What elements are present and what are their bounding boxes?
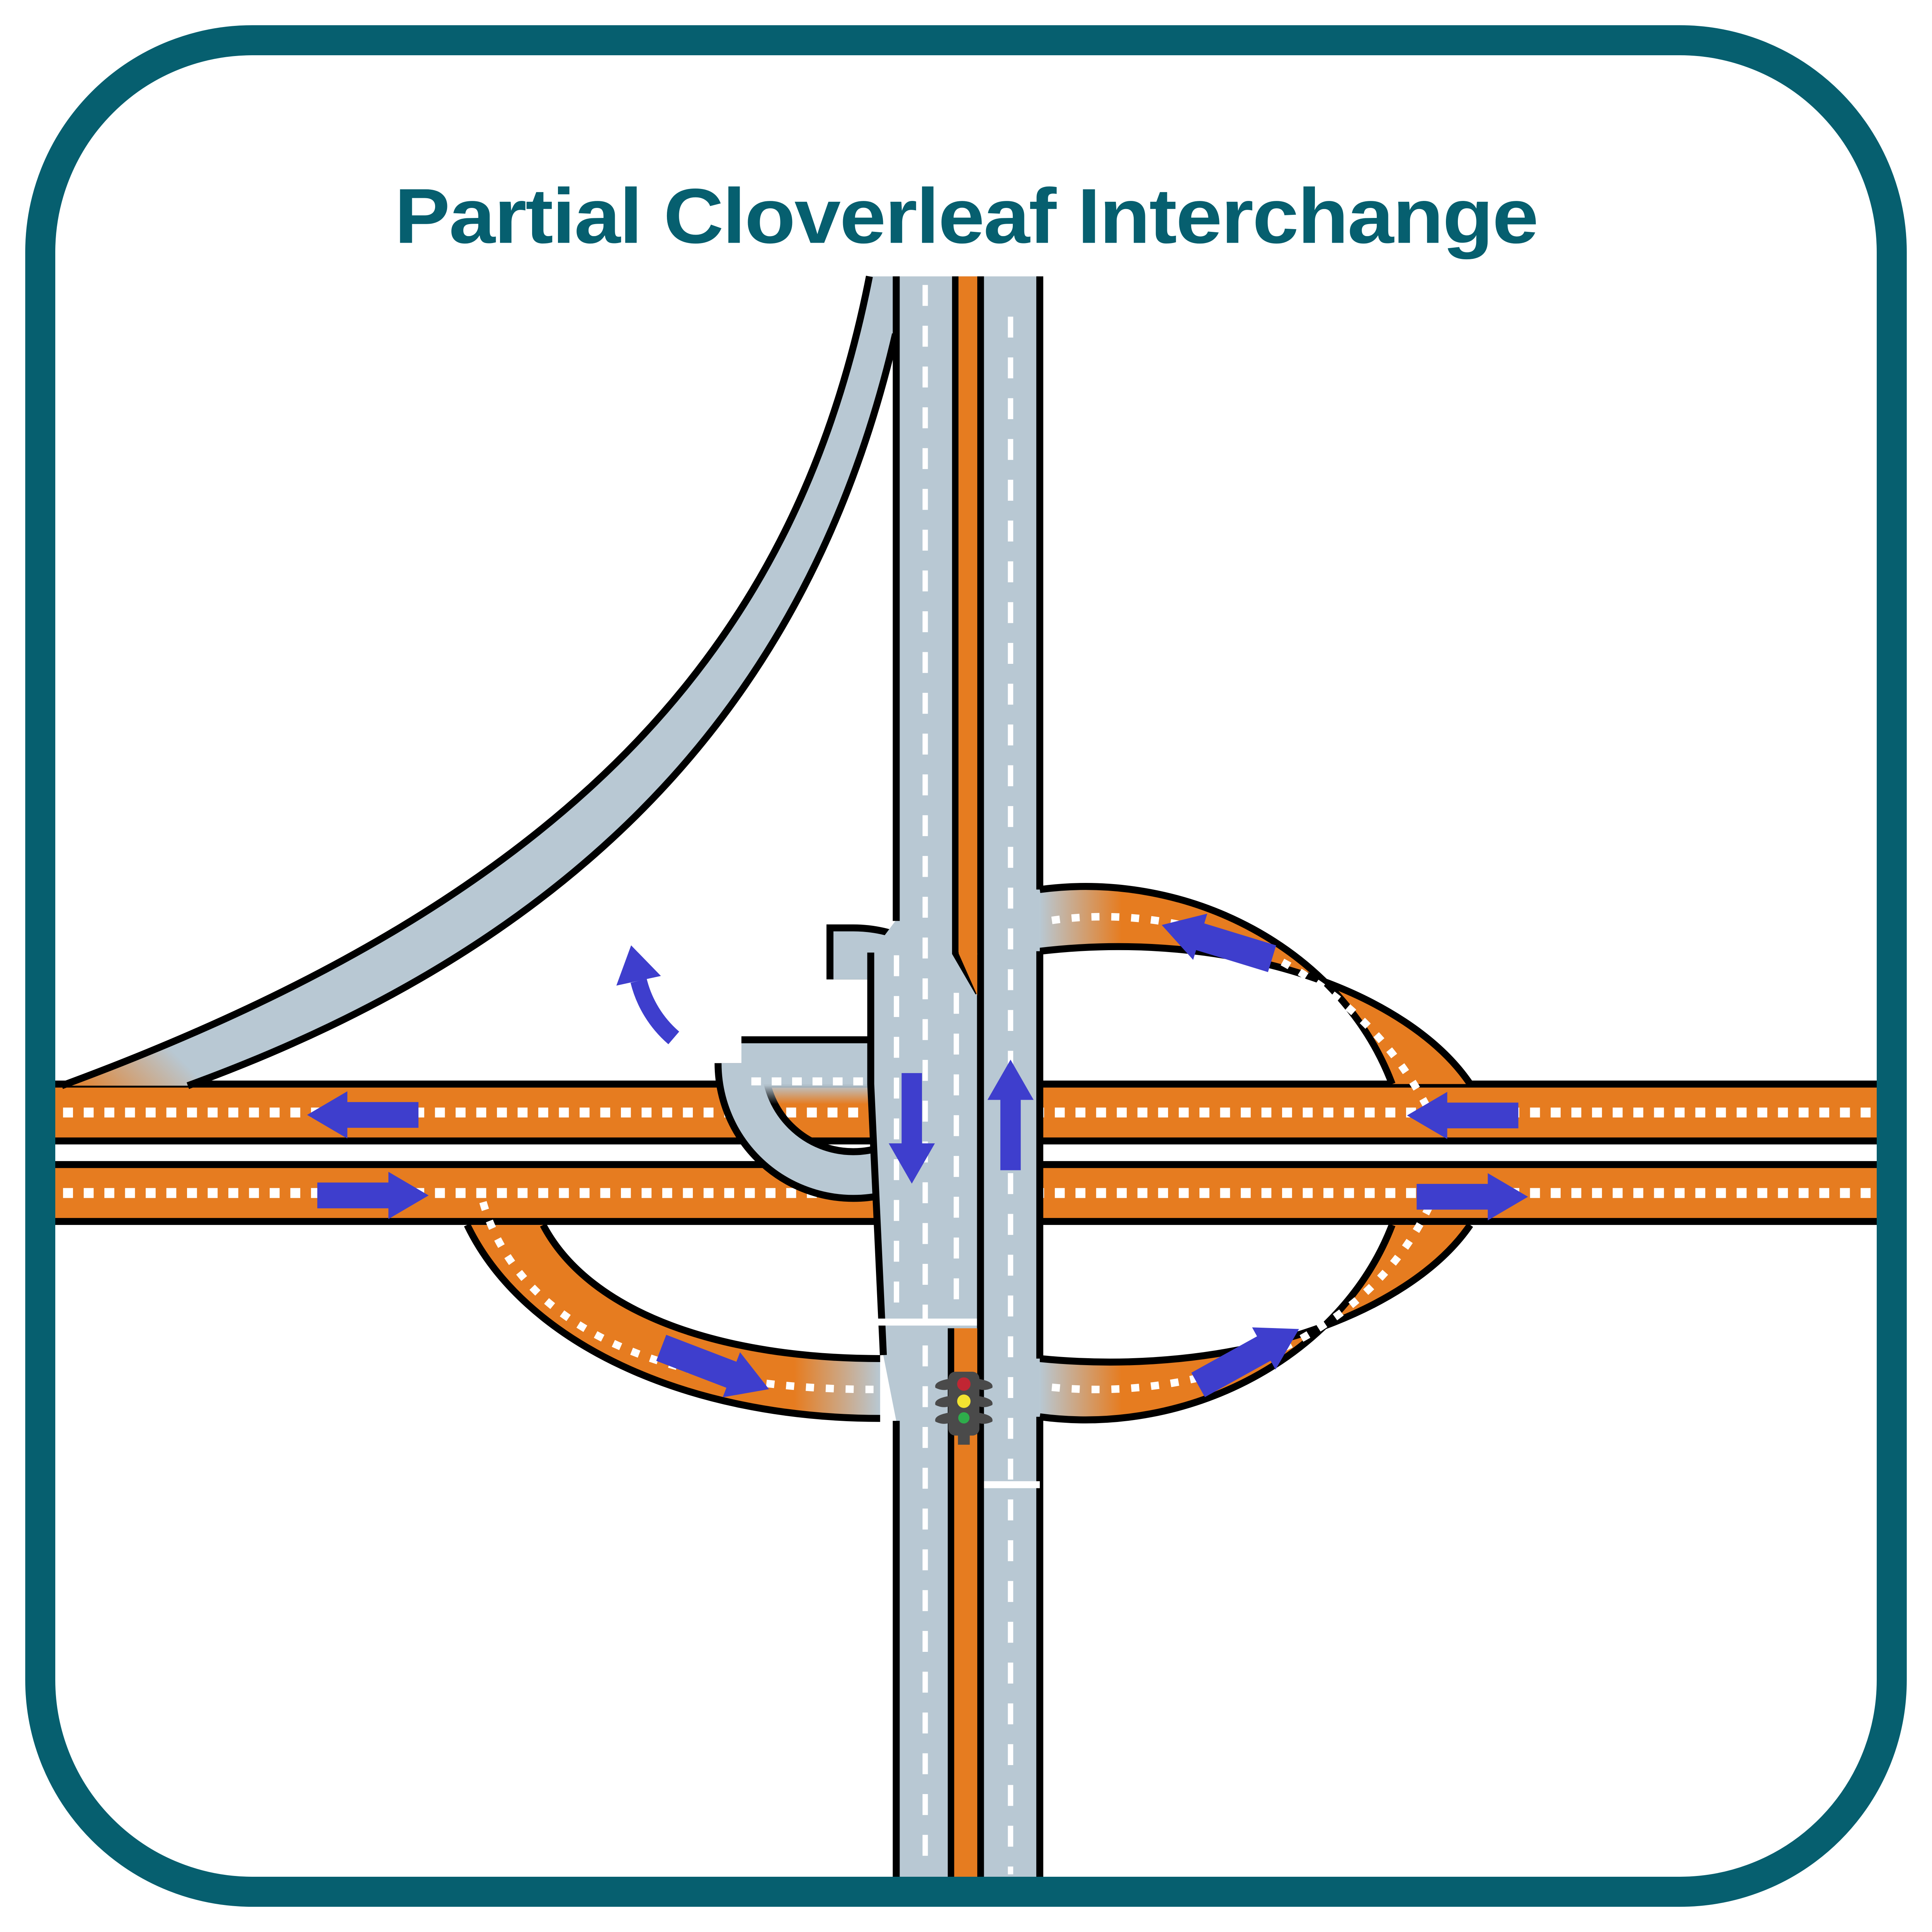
northbound-street-arrow <box>987 1060 1034 1170</box>
westbound-arrow-east-segment <box>1407 1092 1519 1139</box>
flow-arrows <box>307 913 1528 1398</box>
offramp-eastbound-to-street <box>464 1201 880 1422</box>
westbound-arrow-west-segment <box>307 1091 418 1139</box>
traffic-light-green-lamp <box>958 1412 970 1424</box>
traffic-light-fin <box>935 1396 950 1407</box>
traffic-light-fin <box>978 1396 993 1407</box>
traffic-light-fin <box>935 1379 950 1390</box>
eastbound-arrow-east-segment <box>1417 1173 1528 1221</box>
frame-border <box>25 25 1907 1907</box>
median-upper <box>958 276 978 955</box>
loop-ramp-arrow <box>616 945 680 1044</box>
street-left-edge-middle <box>867 952 887 1355</box>
southbound-stop-line <box>872 1318 978 1326</box>
sw-ramp-arrow <box>656 1335 769 1398</box>
southbound-street-arrow <box>889 1073 935 1184</box>
traffic-light-fin <box>935 1412 950 1424</box>
ne-ramp-arrow <box>1162 913 1276 972</box>
traffic-light-fin <box>978 1379 993 1390</box>
eastbound-arrow-west-segment <box>317 1172 429 1219</box>
page-title: Partial Cloverleaf Interchange <box>395 172 1537 259</box>
traffic-light <box>935 1372 993 1445</box>
traffic-light-fin <box>978 1412 993 1424</box>
northbound-stop-line <box>981 1481 1040 1488</box>
onramp-street-to-eastbound <box>1039 1200 1473 1423</box>
collector-lane-westbound <box>737 1036 871 1104</box>
se-ramp-arrow <box>1191 1327 1299 1397</box>
traffic-light-yellow-lamp <box>957 1395 971 1408</box>
traffic-light-red-lamp <box>957 1377 971 1391</box>
onramp-southbound-to-westbound <box>60 276 899 1089</box>
